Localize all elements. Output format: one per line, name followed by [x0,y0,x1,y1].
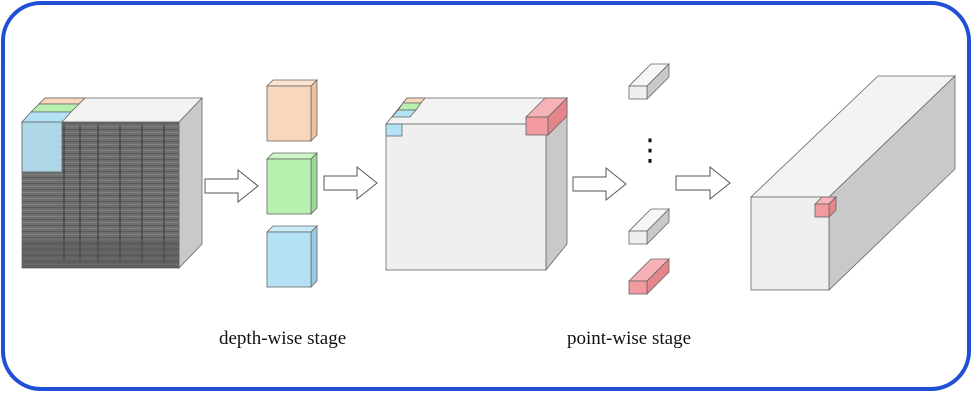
pointwise-kernel-gray-bottom [628,208,670,245]
spectrogram-bottom-band [22,240,179,268]
input-kernel-blue-top [21,111,72,123]
arrow-right-icon [572,166,627,202]
depthwise-kernel-blue [266,225,318,288]
output-feature-cube [750,75,956,291]
input-feature-cube [21,97,203,269]
depthwise-stage-label: depth-wise stage [219,328,347,349]
intermediate-kernel-orange [402,97,426,104]
arrow-right-icon [204,168,259,204]
pointwise-kernel-red [628,258,670,295]
intermediate-kernel-blue-front [385,123,403,137]
depthwise-kernel-green [266,152,318,215]
input-cube-side [178,97,203,269]
arrow-right-icon [323,165,378,201]
intermediate-feature-cube [385,96,568,272]
input-kernel-blue-front [21,121,63,173]
spectrogram-streaks [63,125,165,262]
arrow-right-icon [675,165,731,201]
ellipsis-icon: ⋮ [635,133,665,168]
output-red-front [814,203,830,218]
input-kernel-green [30,103,80,113]
pointwise-kernel-gray-top [628,63,670,100]
pointwise-stage-label: point-wise stage [567,328,692,349]
intermediate-kernel-blue-top [391,109,417,118]
depthwise-kernel-orange [266,79,318,142]
intermediate-cube-front [385,123,547,271]
input-kernel-orange [38,97,86,105]
intermediate-red-front [525,116,549,136]
